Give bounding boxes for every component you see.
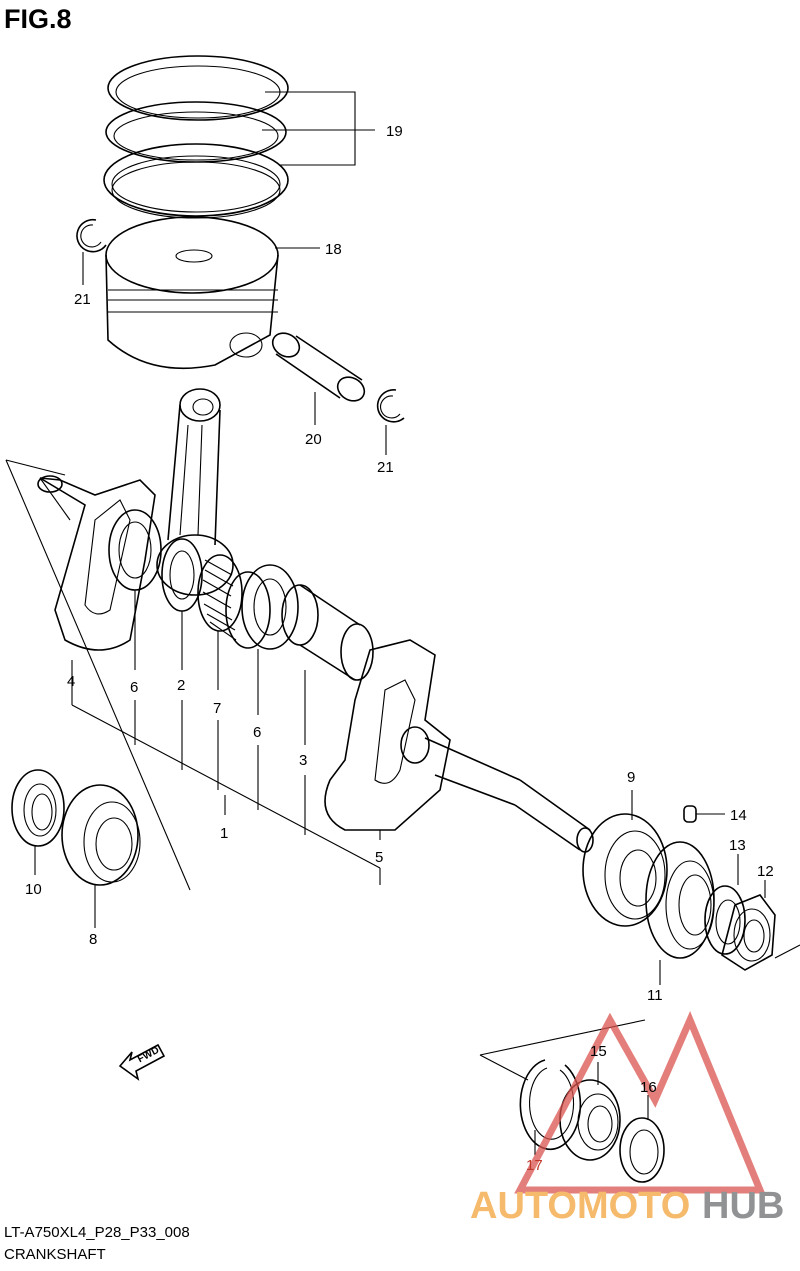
callout-16: 16	[640, 1079, 657, 1096]
callout-10: 10	[25, 881, 42, 898]
figure-title: FIG.8	[4, 4, 72, 34]
diagram-name: CRANKSHAFT	[4, 1246, 106, 1263]
watermark-logo: AUTOMOTO HUB	[470, 1011, 784, 1227]
circlip-right[interactable]	[376, 389, 405, 423]
bearing-left[interactable]	[61, 784, 141, 886]
diagram-code: LT-A750XL4_P28_P33_008	[4, 1224, 190, 1241]
callout-8: 8	[89, 931, 97, 948]
needle-bearing[interactable]	[197, 554, 271, 649]
callout-2: 2	[177, 677, 185, 694]
crank-group-leaders	[5, 459, 381, 891]
oil-seal[interactable]	[11, 769, 65, 847]
balancer-seal[interactable]	[619, 1117, 665, 1183]
crank-pin-spacer[interactable]	[161, 538, 203, 612]
circlip-left[interactable]	[76, 218, 107, 253]
callout-3: 3	[299, 752, 307, 769]
bearing-right[interactable]	[582, 813, 668, 927]
woodruff-key[interactable]	[683, 805, 697, 823]
piston[interactable]	[105, 216, 279, 370]
piston-pin[interactable]	[268, 328, 368, 405]
crank-web-left[interactable]	[37, 475, 156, 651]
washer[interactable]	[704, 885, 746, 955]
crank-pin[interactable]	[281, 584, 374, 681]
crank-web-right[interactable]	[324, 639, 594, 853]
callout-21b: 21	[377, 459, 394, 476]
callout-21a: 21	[74, 291, 91, 308]
crank-nut[interactable]	[721, 894, 776, 971]
watermark-text-1: AUTOMOTO	[470, 1185, 690, 1227]
callout-17: 17	[526, 1157, 543, 1174]
primary-gear[interactable]	[645, 841, 715, 959]
leader-19	[262, 91, 375, 166]
callout-9: 9	[627, 769, 635, 786]
callout-6b: 6	[253, 724, 261, 741]
callout-5: 5	[375, 849, 383, 866]
callout-19: 19	[386, 123, 403, 140]
callout-20: 20	[305, 431, 322, 448]
callout-18: 18	[325, 241, 342, 258]
thrust-washer-right[interactable]	[241, 564, 299, 650]
callout-6a: 6	[130, 679, 138, 696]
callout-numbers: 19 18 21 20 21 4 6 2 7 6 3 1 5 9 14 13 1…	[25, 123, 774, 1174]
callout-14: 14	[730, 807, 747, 824]
watermark-text-2: HUB	[702, 1185, 784, 1227]
callout-7: 7	[213, 700, 221, 717]
callout-1: 1	[220, 825, 228, 842]
callout-12: 12	[757, 863, 774, 880]
callout-15: 15	[590, 1043, 607, 1060]
callout-11: 11	[647, 987, 663, 1004]
connecting-rod[interactable]	[156, 388, 234, 596]
callout-13: 13	[729, 837, 746, 854]
thrust-washer-left[interactable]	[108, 509, 162, 591]
piston-rings[interactable]	[103, 55, 289, 219]
lower-group-line	[479, 1019, 646, 1056]
fwd-arrow-icon: FWD	[118, 1043, 166, 1081]
callout-4: 4	[67, 673, 75, 690]
